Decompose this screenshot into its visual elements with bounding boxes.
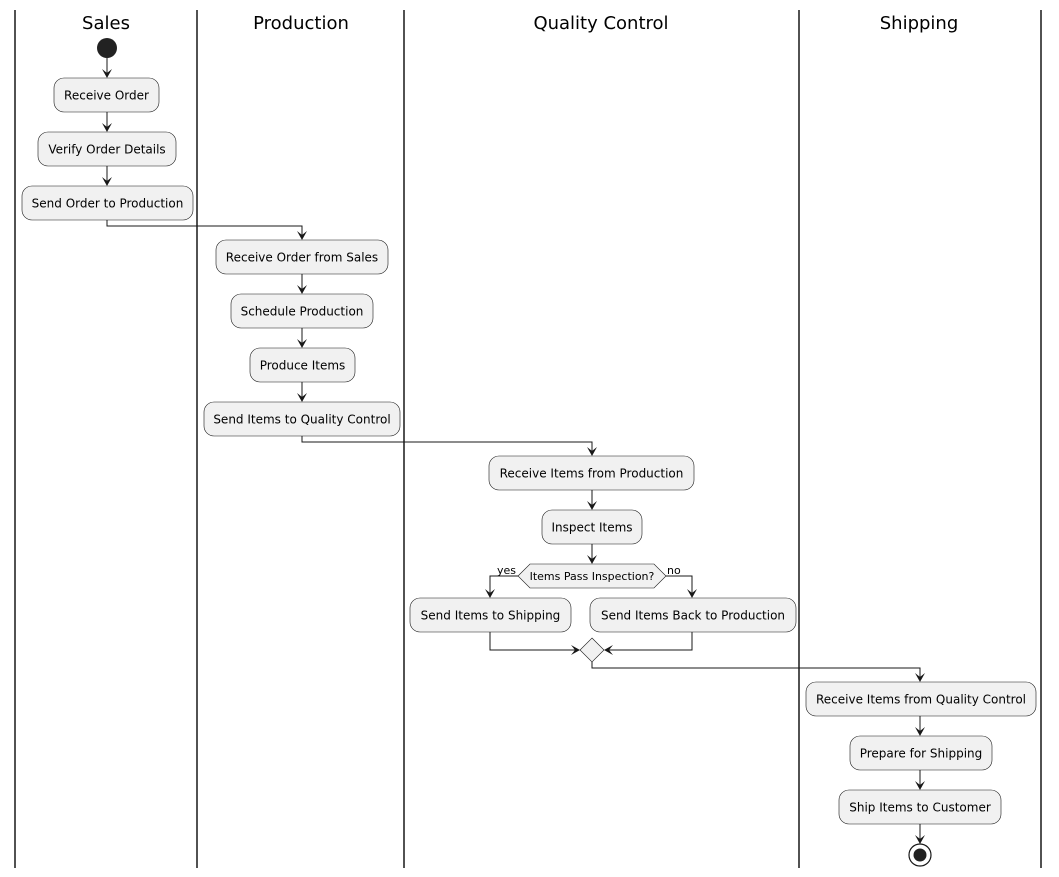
- activity-label: Prepare for Shipping: [860, 747, 983, 761]
- arrowhead: [687, 589, 697, 598]
- arrowhead: [297, 339, 307, 348]
- flow-edge: [591, 662, 921, 677]
- arrowhead: [297, 393, 307, 402]
- activity-label: Receive Items from Production: [500, 467, 684, 481]
- arrowhead: [915, 673, 925, 682]
- activity-receive-items-from-production: Receive Items from Production: [488, 455, 695, 491]
- activity-verify-order-details: Verify Order Details: [37, 131, 177, 167]
- end-node: [908, 843, 932, 867]
- lane-title-quality-control: Quality Control: [533, 13, 668, 34]
- activity-schedule-production: Schedule Production: [230, 293, 374, 329]
- flow-edge: [301, 436, 593, 451]
- activity-label: Verify Order Details: [48, 143, 165, 157]
- activity-label: Schedule Production: [241, 305, 364, 319]
- lane-dividers: [14, 10, 1042, 868]
- activity-receive-order: Receive Order: [53, 77, 160, 113]
- flow-edge-no: [666, 575, 693, 593]
- activity-send-order-to-production: Send Order to Production: [21, 185, 194, 221]
- guard-yes: yes: [497, 564, 516, 577]
- decision-label: Items Pass Inspection?: [530, 570, 655, 583]
- activity-label: Receive Order from Sales: [226, 251, 378, 265]
- activity-receive-order-from-sales: Receive Order from Sales: [215, 239, 389, 275]
- lane-titles: Sales Production Quality Control Shippin…: [82, 13, 958, 34]
- activity-label: Send Items to Quality Control: [213, 413, 390, 427]
- arrowhead: [587, 447, 597, 456]
- arrowhead: [604, 645, 613, 655]
- arrowhead: [297, 231, 307, 240]
- arrowhead: [571, 645, 580, 655]
- activity-receive-items-from-quality-control: Receive Items from Quality Control: [805, 681, 1037, 717]
- lane-title-shipping: Shipping: [880, 13, 959, 34]
- activity-send-items-back-to-production: Send Items Back to Production: [589, 597, 797, 633]
- arrowhead: [587, 555, 597, 564]
- activity-label: Receive Items from Quality Control: [816, 693, 1026, 707]
- arrowhead: [915, 835, 925, 844]
- activity-produce-items: Produce Items: [249, 347, 356, 383]
- activity-prepare-for-shipping: Prepare for Shipping: [849, 735, 993, 771]
- flow-edges: [102, 58, 925, 844]
- arrowhead: [102, 177, 112, 186]
- flow-edge: [489, 632, 575, 651]
- activity-label: Inspect Items: [551, 521, 632, 535]
- activity-label: Send Items to Shipping: [421, 609, 561, 623]
- decision-items-pass-inspection: Items Pass Inspection?: [517, 563, 667, 589]
- flow-edge-yes: [489, 575, 518, 593]
- flow-edge: [609, 632, 693, 651]
- arrowhead: [102, 123, 112, 132]
- activity-send-items-to-shipping: Send Items to Shipping: [409, 597, 572, 633]
- arrowhead: [485, 589, 495, 598]
- start-node: [97, 38, 117, 58]
- lane-title-production: Production: [253, 13, 349, 34]
- arrowhead: [102, 69, 112, 78]
- activity-label: Send Order to Production: [32, 197, 184, 211]
- activity-ship-items-to-customer: Ship Items to Customer: [838, 789, 1002, 825]
- merge-node: [579, 637, 605, 663]
- activity-inspect-items: Inspect Items: [541, 509, 643, 545]
- arrowhead: [915, 781, 925, 790]
- activity-label: Receive Order: [64, 89, 149, 103]
- activity-send-items-to-quality-control: Send Items to Quality Control: [203, 401, 401, 437]
- activity-label: Ship Items to Customer: [849, 801, 991, 815]
- arrowhead: [297, 285, 307, 294]
- arrowhead: [915, 727, 925, 736]
- arrowhead: [587, 501, 597, 510]
- activity-label: Produce Items: [260, 359, 346, 373]
- activity-label: Send Items Back to Production: [601, 609, 785, 623]
- guard-no: no: [667, 564, 681, 577]
- flow-edge: [106, 220, 303, 235]
- lane-title-sales: Sales: [82, 13, 130, 34]
